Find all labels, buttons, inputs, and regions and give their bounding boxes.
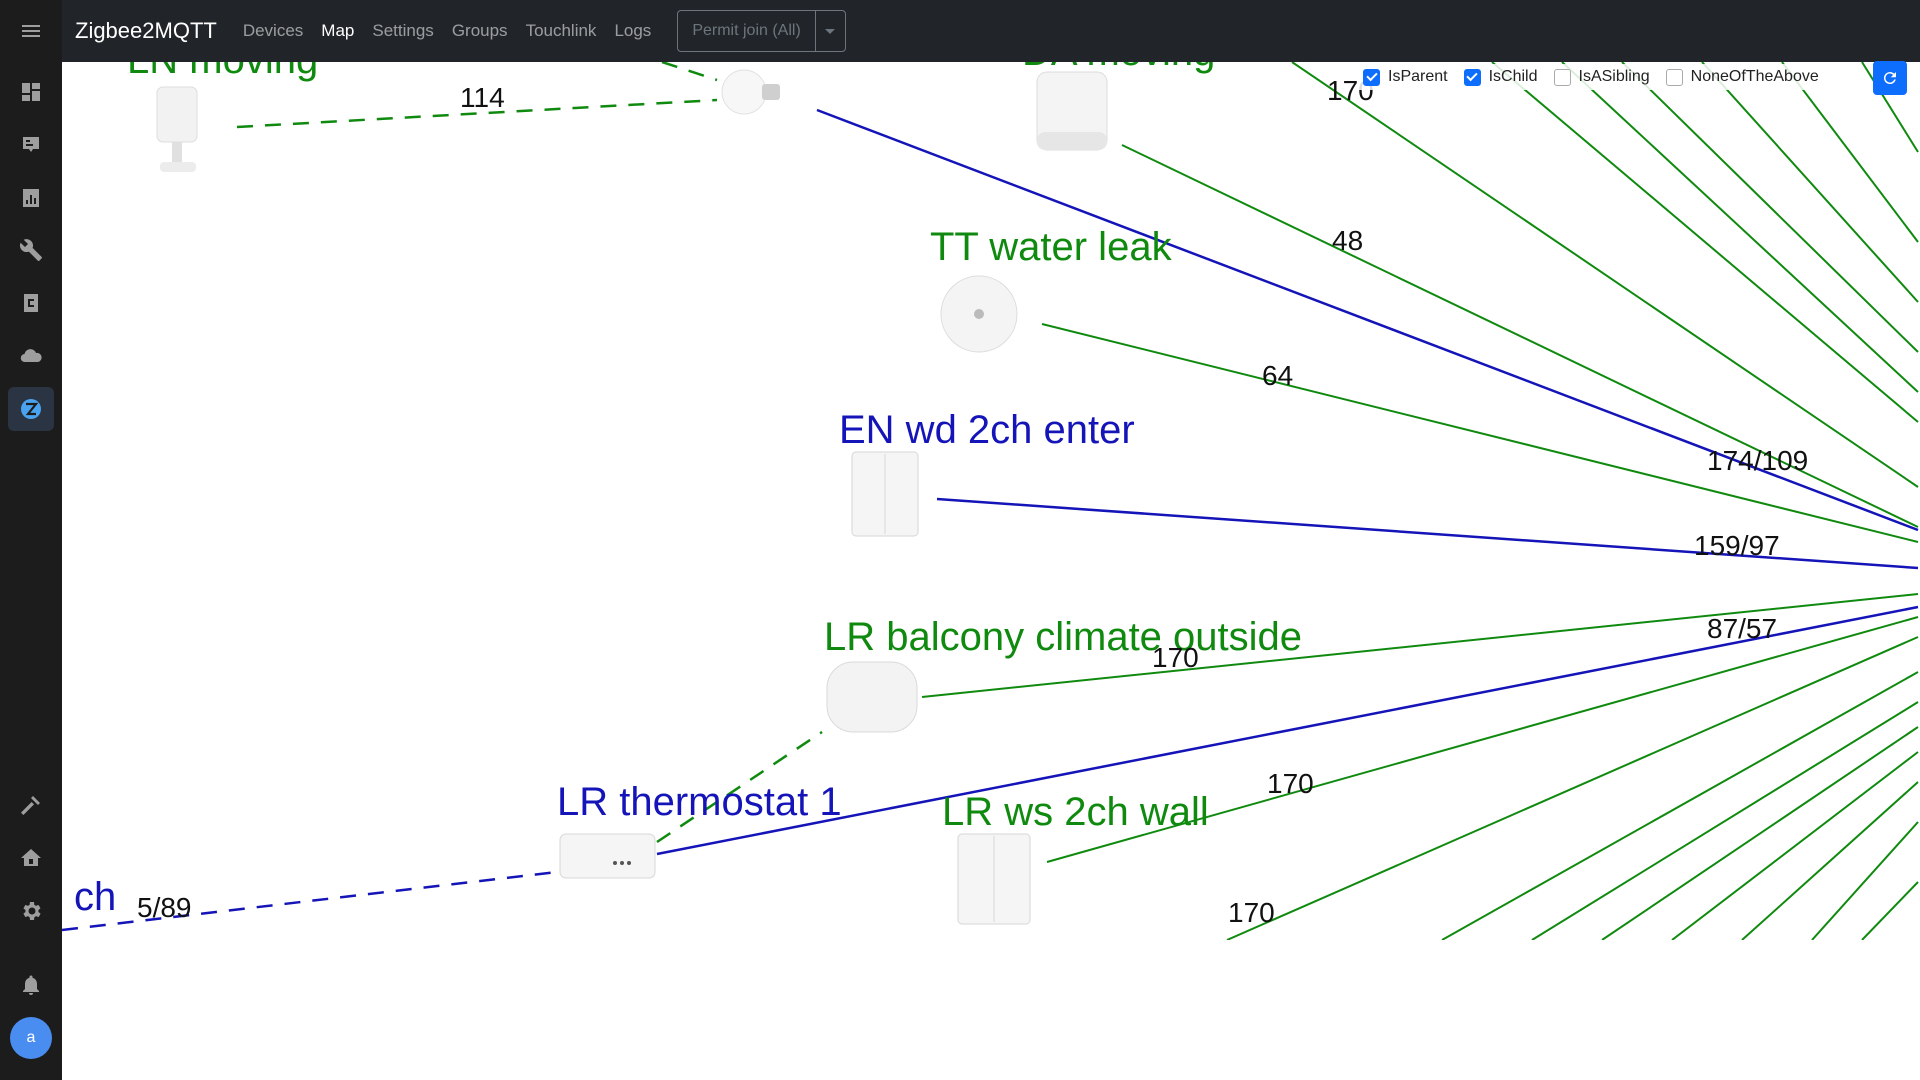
nav-map[interactable]: Map — [321, 21, 355, 40]
filter-label: NoneOfTheAbove — [1690, 68, 1819, 85]
filter-is-child[interactable]: IsChild — [1463, 68, 1538, 86]
node-label-thermostat[interactable]: LR thermostat 1 — [557, 780, 842, 824]
permit-join-group: Permit join (All) — [677, 10, 846, 52]
link-label: 170 — [1267, 768, 1314, 799]
link-ws-wall — [1046, 616, 1919, 863]
nav-settings[interactable]: Settings — [372, 21, 434, 40]
balcony-climate-device[interactable] — [826, 661, 918, 733]
nav-devices[interactable]: Devices — [242, 21, 304, 40]
bulb-device[interactable] — [721, 69, 780, 115]
node-label-en-wd[interactable]: EN wd 2ch enter — [839, 408, 1135, 452]
link-line — [1861, 881, 1919, 940]
link-line — [1671, 751, 1919, 940]
link-label: 48 — [1332, 225, 1364, 256]
link-balcony — [921, 593, 1919, 698]
link-line — [1601, 726, 1919, 940]
link-bulb — [816, 108, 1919, 532]
da-moving-device[interactable] — [1036, 71, 1108, 151]
cloud-icon[interactable] — [0, 331, 62, 381]
link-thermostat — [656, 605, 1919, 856]
link-line — [1561, 62, 1919, 393]
permit-join-dropdown-toggle[interactable] — [814, 11, 845, 51]
link-line — [1621, 62, 1919, 353]
link-line — [1491, 62, 1919, 423]
link-water-leak — [1041, 323, 1919, 543]
nav-logs[interactable]: Logs — [614, 21, 652, 40]
link-thermostat-balcony — [656, 730, 823, 844]
link-label: 170 — [1152, 642, 1199, 673]
link-line — [1811, 821, 1919, 940]
dashed-links — [236, 62, 823, 844]
filter-is-parent[interactable]: IsParent — [1363, 68, 1448, 86]
node-label-ws-wall[interactable]: LR ws 2ch wall — [942, 790, 1209, 834]
user-avatar[interactable]: a — [10, 1017, 52, 1059]
bell-icon[interactable] — [0, 960, 62, 1010]
nav-groups[interactable]: Groups — [451, 21, 508, 40]
checkbox[interactable] — [1553, 68, 1571, 86]
link-line — [1226, 636, 1919, 940]
link-ln-moving — [236, 98, 718, 129]
link-line — [1291, 62, 1919, 488]
nav-touchlink[interactable]: Touchlink — [525, 21, 597, 40]
node-label-balcony[interactable]: LR balcony climate outside — [824, 615, 1303, 659]
link-en-wd — [936, 497, 1919, 570]
blue-links — [62, 108, 1919, 932]
link-line — [1861, 62, 1919, 153]
link-line — [661, 62, 718, 82]
filter-is-sibling[interactable]: IsASibling — [1553, 68, 1650, 86]
ws-wall-device[interactable] — [957, 833, 1031, 925]
refresh-icon — [1883, 72, 1896, 85]
checkbox[interactable] — [1463, 68, 1481, 86]
refresh-button[interactable] — [1873, 61, 1907, 95]
link-label: 114 — [460, 82, 505, 113]
link-label: 159/97 — [1694, 530, 1780, 561]
fan-links — [921, 62, 1919, 940]
hacs-icon[interactable] — [0, 278, 62, 328]
checkbox[interactable] — [1363, 68, 1380, 86]
link-line — [1531, 701, 1919, 940]
filter-label: IsASibling — [1578, 68, 1650, 85]
link-label: 5/89 — [137, 892, 192, 923]
map-filters: IsParent IsChild IsASibling NoneOfTheAbo… — [1357, 64, 1841, 90]
link-line — [1741, 781, 1919, 940]
zigbee2mqtt-icon[interactable] — [0, 384, 62, 434]
gear-icon[interactable] — [0, 886, 62, 936]
app-title[interactable]: Zigbee2MQTT — [75, 18, 217, 43]
map-links — [62, 62, 1919, 940]
ha-sidebar: a — [0, 0, 62, 1080]
link-label: 64 — [1262, 360, 1294, 391]
node-label-ln-moving[interactable]: LN moving — [127, 62, 318, 80]
thermostat-device[interactable] — [559, 833, 656, 879]
permit-join-button[interactable]: Permit join (All) — [692, 22, 801, 39]
top-navbar: Zigbee2MQTT Devices Map Settings Groups … — [62, 0, 1920, 62]
filter-label: IsParent — [1388, 68, 1448, 85]
chevron-down-icon — [825, 28, 836, 34]
link-line — [1441, 671, 1919, 940]
hammer-icon[interactable] — [0, 780, 62, 830]
link-label: 170 — [1228, 897, 1275, 928]
history-icon[interactable] — [0, 173, 62, 223]
ln-moving-device[interactable] — [156, 86, 198, 172]
link-label: 87/57 — [1707, 613, 1778, 644]
node-label-ch[interactable]: ch — [74, 875, 117, 919]
home-settings-icon[interactable] — [0, 833, 62, 883]
network-map[interactable]: LN moving DA moving TT water leak EN wd … — [62, 62, 1920, 940]
link-line — [1701, 62, 1919, 303]
link-line — [1781, 62, 1919, 243]
water-leak-device[interactable] — [940, 275, 1018, 353]
link-label: 174/109 — [1707, 445, 1809, 476]
filter-label: IsChild — [1488, 68, 1538, 85]
filter-none[interactable]: NoneOfTheAbove — [1665, 68, 1819, 86]
wrench-icon[interactable] — [0, 225, 62, 275]
dashboard-icon[interactable] — [0, 67, 62, 117]
link-da-moving — [1121, 144, 1919, 528]
node-label-water-leak[interactable]: TT water leak — [930, 225, 1172, 269]
node-label-da-moving[interactable]: DA moving — [1022, 62, 1215, 72]
menu-icon[interactable] — [0, 6, 62, 56]
en-wd-device[interactable] — [851, 451, 919, 537]
checkbox[interactable] — [1665, 68, 1683, 86]
energy-icon[interactable] — [0, 120, 62, 170]
